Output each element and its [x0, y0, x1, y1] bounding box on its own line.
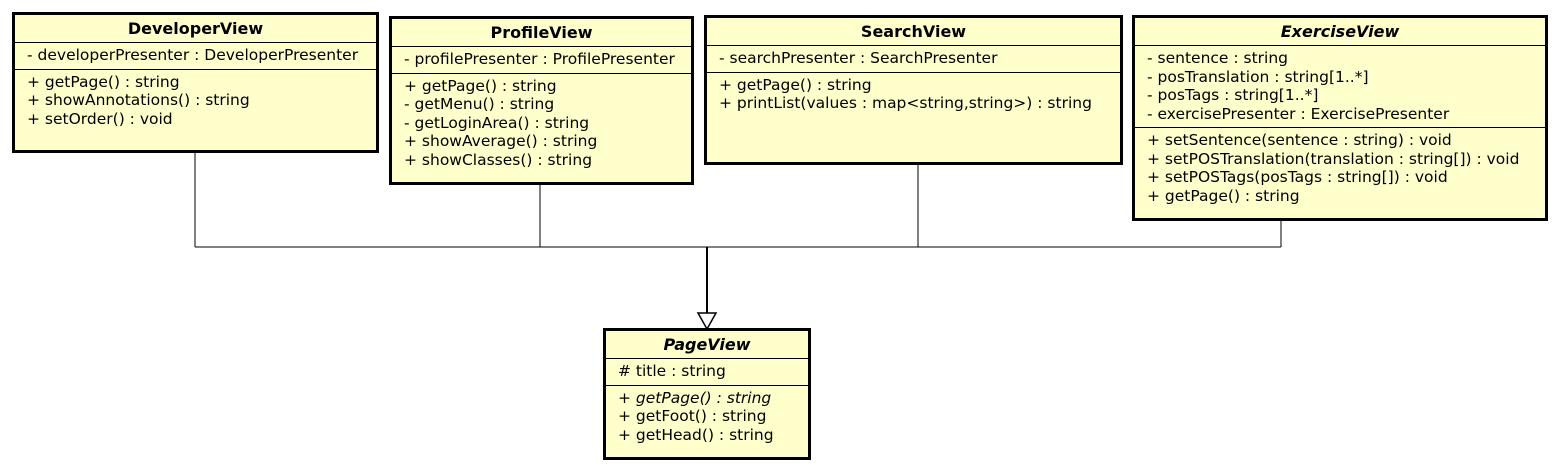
attribute: - searchPresenter : SearchPresenter	[719, 49, 998, 67]
operation: + getPage() : string	[719, 75, 872, 94]
operations-section: + getPage() : string + printList(values …	[707, 71, 1120, 117]
operations-section: + getPage() : string - getMenu() : strin…	[392, 72, 691, 174]
generalization-arrowhead	[696, 312, 718, 331]
operation: + setPOSTranslation(translation : string…	[1147, 149, 1520, 168]
class-pageview[interactable]: PageView # title : string + getPage() : …	[603, 328, 811, 460]
operation: + showClasses() : string	[404, 150, 593, 169]
operation: + showAnnotations() : string	[27, 91, 250, 109]
operation: + getFoot() : string	[618, 407, 767, 425]
class-exerciseview[interactable]: ExerciseView - sentence : string - posTr…	[1132, 15, 1548, 221]
operation: + showAverage() : string	[404, 132, 598, 150]
operation: + setOrder() : void	[27, 109, 173, 128]
operation: - getLoginArea() : string	[404, 113, 590, 132]
attributes-section: - profilePresenter : ProfilePresenter	[392, 46, 691, 73]
attribute: - posTags : string[1..*]	[1147, 86, 1319, 104]
class-name: PageView	[663, 335, 751, 354]
attribute: - posTranslation : string[1..*]	[1147, 67, 1369, 86]
class-profileview[interactable]: ProfileView - profilePresenter : Profile…	[389, 16, 694, 185]
attribute: # title : string	[618, 362, 726, 380]
operation: + getPage() : string	[27, 72, 180, 91]
operation: + setPOSTags(posTags : string[]) : void	[1147, 168, 1448, 186]
abstract-operation: + getPage() : string	[618, 388, 772, 407]
operation: - getMenu() : string	[404, 95, 555, 113]
class-name: DeveloperView	[127, 19, 264, 38]
attribute: - profilePresenter : ProfilePresenter	[404, 50, 675, 68]
attribute: - exercisePresenter : ExercisePresenter	[1147, 104, 1450, 123]
operations-section: + getPage() : string + getFoot() : strin…	[606, 384, 808, 449]
operation: + getPage() : string	[404, 76, 557, 95]
class-developerview[interactable]: DeveloperView - developerPresenter : Dev…	[12, 12, 379, 153]
operation: + getHead() : string	[618, 425, 774, 444]
attributes-section: - sentence : string - posTranslation : s…	[1135, 45, 1545, 127]
operation: + getPage() : string	[1147, 186, 1300, 205]
class-searchview[interactable]: SearchView - searchPresenter : SearchPre…	[704, 15, 1123, 165]
attributes-section: - developerPresenter : DeveloperPresente…	[15, 42, 376, 69]
class-name: SearchView	[860, 22, 967, 41]
operation: + setSentence(sentence : string) : void	[1147, 131, 1452, 149]
operations-section: + getPage() : string + showAnnotations()…	[15, 68, 376, 133]
operation: + printList(values : map<string,string>)…	[719, 94, 1092, 112]
operations-section: + setSentence(sentence : string) : void …	[1135, 127, 1545, 209]
attribute: - sentence : string	[1147, 49, 1289, 67]
class-name: ExerciseView	[1280, 22, 1400, 41]
attributes-section: # title : string	[606, 358, 808, 385]
class-name: ProfileView	[490, 23, 593, 42]
attributes-section: - searchPresenter : SearchPresenter	[707, 45, 1120, 72]
attribute: - developerPresenter : DeveloperPresente…	[27, 46, 359, 64]
